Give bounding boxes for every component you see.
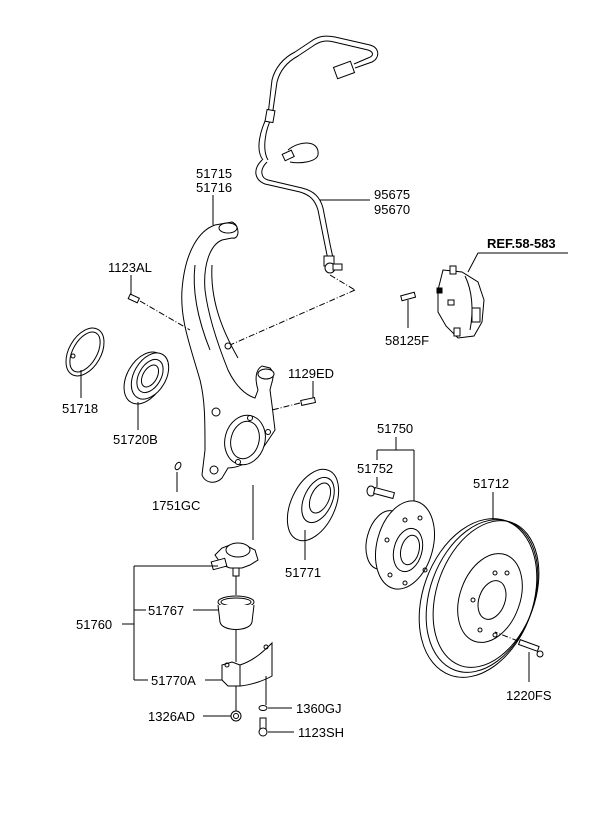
- label-51716: 51716: [196, 180, 232, 195]
- label-51715: 51715: [196, 166, 232, 181]
- label-95670: 95670: [374, 202, 410, 217]
- nut-1326AD-part[interactable]: [230, 710, 242, 722]
- steering-knuckle-part[interactable]: [181, 221, 276, 483]
- label-1123AL: 1123AL: [108, 260, 152, 275]
- bolt-1123AL-part[interactable]: [127, 293, 191, 331]
- bolt-1129ED-part[interactable]: [271, 396, 317, 411]
- label-51718: 51718: [62, 401, 98, 416]
- plug-1751GC-part[interactable]: [174, 461, 182, 471]
- clip-1360GJ-part[interactable]: [258, 705, 268, 711]
- hub-bolt-part[interactable]: [366, 485, 396, 500]
- caliper-bolt-part[interactable]: [400, 291, 417, 302]
- bolt-1123SH-part[interactable]: [258, 717, 268, 737]
- label-51771: 51771: [285, 565, 321, 580]
- label-51770A: 51770A: [151, 673, 196, 688]
- wheel-speed-sensor-part[interactable]: [229, 35, 379, 346]
- label-95675: 95675: [374, 187, 410, 202]
- label-51720B: 51720B: [113, 432, 158, 447]
- label-51760: 51760: [76, 617, 112, 632]
- brake-disc-part[interactable]: [398, 502, 558, 694]
- wheel-bearing-part[interactable]: [115, 345, 176, 411]
- label-58125F: 58125F: [385, 333, 429, 348]
- label-51752: 51752: [357, 461, 393, 476]
- dust-boot-part[interactable]: [217, 595, 255, 630]
- label-1751GC: 1751GC: [152, 498, 200, 513]
- leader-ref-diag: [467, 252, 479, 273]
- label-1326AD: 1326AD: [148, 709, 195, 724]
- label-51767: 51767: [148, 603, 184, 618]
- label-1220FS: 1220FS: [506, 688, 552, 703]
- label-1129ED: 1129ED: [288, 366, 334, 381]
- disc-screw-part[interactable]: [494, 631, 544, 658]
- snap-ring-part[interactable]: [58, 321, 112, 382]
- label-51750: 51750: [377, 421, 413, 436]
- label-51712: 51712: [473, 476, 509, 491]
- ball-joint-part[interactable]: [210, 542, 259, 595]
- brake-caliper-part[interactable]: [436, 265, 485, 339]
- reference-label[interactable]: REF.58-583: [487, 236, 556, 251]
- label-1360GJ: 1360GJ: [296, 701, 342, 716]
- dust-cover-part[interactable]: [277, 461, 349, 548]
- wheel-hub-part[interactable]: [360, 494, 444, 595]
- cover-51770A-part[interactable]: [221, 630, 273, 705]
- label-1123SH: 1123SH: [298, 725, 344, 740]
